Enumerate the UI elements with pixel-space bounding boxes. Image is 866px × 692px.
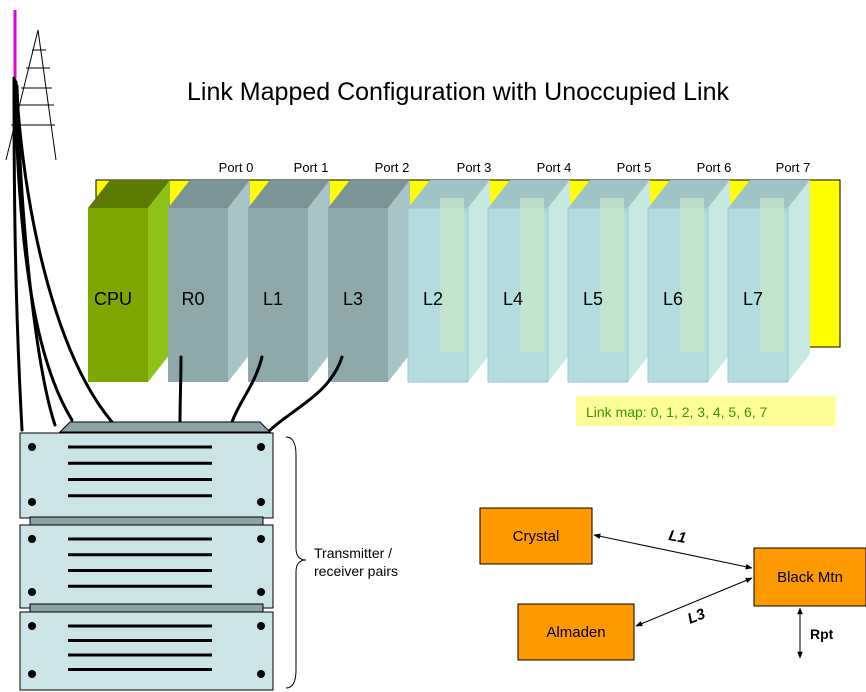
port-label: Port 2 [375, 160, 410, 175]
port-label: Port 4 [537, 160, 572, 175]
port-label: Port 7 [776, 160, 811, 175]
unit-screw [257, 443, 265, 451]
unit-screw [28, 622, 36, 630]
transceiver-unit [19, 603, 274, 691]
card-top [728, 180, 810, 208]
node-crystal-label: Crystal [513, 528, 560, 545]
port-label: Port 3 [457, 160, 492, 175]
card-side [308, 180, 330, 382]
card-label: L5 [583, 289, 603, 309]
card-cpu: CPU [88, 180, 170, 382]
node-crystal: Crystal [479, 507, 593, 565]
card-label: L2 [423, 289, 443, 309]
card-slot-inner [760, 198, 784, 352]
edge-crystal-black-mtn [593, 533, 753, 570]
card-l4: L4 [487, 180, 570, 383]
transceiver-unit [19, 432, 274, 519]
edge-almaden-black-mtn [635, 577, 753, 627]
node-black-mtn-label: Black Mtn [777, 569, 843, 586]
unit-screw [28, 443, 36, 451]
unit-screw [257, 535, 265, 543]
card-side [788, 180, 810, 382]
card-label: L7 [743, 289, 763, 309]
unit-screw [28, 670, 36, 678]
card-slot-inner [520, 198, 544, 352]
transceiver-rack [19, 421, 274, 691]
link-map-text: Link map: 0, 1, 2, 3, 4, 5, 6, 7 [586, 404, 768, 420]
card-l7: L7 [727, 180, 810, 383]
rack-label-line2: receiver pairs [314, 563, 398, 579]
card-side [228, 180, 250, 382]
rack-brace [285, 436, 307, 689]
unit-screw [257, 498, 265, 506]
card-top [328, 180, 410, 208]
card-l6: L6 [647, 180, 730, 383]
port-label: Port 0 [219, 160, 254, 175]
edge-rpt-label: Rpt [810, 626, 834, 642]
node-black-mtn: Black Mtn [753, 547, 866, 607]
card-label: R0 [181, 289, 204, 309]
port-label: Port 6 [697, 160, 732, 175]
node-almaden: Almaden [517, 603, 635, 661]
unit-face [19, 611, 274, 691]
rack-label-line1: Transmitter / [314, 545, 392, 561]
card-label: L4 [503, 289, 523, 309]
card-side [628, 180, 650, 382]
card-side [148, 180, 170, 382]
unit-screw [28, 588, 36, 596]
card-slot-inner [600, 198, 624, 352]
card-l2: L2 [407, 180, 490, 383]
card-slot-inner [440, 198, 464, 352]
port-label: Port 1 [294, 160, 329, 175]
card-front [168, 208, 228, 382]
card-label: L6 [663, 289, 683, 309]
card-side [708, 180, 730, 382]
unit-face [19, 524, 274, 609]
card-l5: L5 [567, 180, 650, 383]
card-top [488, 180, 570, 208]
card-label: L3 [343, 289, 363, 309]
unit-gap [29, 603, 264, 613]
page-title: Link Mapped Configuration with Unoccupie… [187, 78, 729, 106]
edge-l1-letter: L1 [667, 527, 687, 547]
unit-screw [28, 498, 36, 506]
card-front [88, 208, 148, 382]
card-top [168, 180, 250, 208]
card-side [468, 180, 490, 382]
unit-screw [28, 535, 36, 543]
antenna-cables [12, 76, 114, 432]
card-top [88, 180, 170, 208]
port-label: Port 5 [617, 160, 652, 175]
card-r0: R0 [168, 180, 250, 382]
card-side [388, 180, 410, 382]
slot-cables [178, 355, 344, 434]
card-label: CPU [94, 289, 132, 309]
transceiver-unit [19, 516, 274, 609]
card-side [548, 180, 570, 382]
node-almaden-label: Almaden [546, 624, 605, 641]
card-top [408, 180, 490, 208]
unit-screw [257, 588, 265, 596]
edge-l1-label: L1 [667, 527, 687, 547]
card-front [328, 208, 388, 382]
link-map-box [576, 396, 836, 426]
card-top [248, 180, 330, 208]
unit-screw [257, 670, 265, 678]
card-slots: CPU R0 L1 L3 L2 L4 L5 L6 L7 [88, 180, 810, 383]
card-front [248, 208, 308, 382]
card-top [568, 180, 650, 208]
card-l3: L3 [328, 180, 410, 382]
port-labels: Port 0 Port 1 Port 2 Port 3 Port 4 Port 5 Port… [219, 160, 811, 175]
unit-gap [29, 516, 264, 526]
unit-screw [257, 622, 265, 630]
edge-l3-label: L3 [685, 605, 708, 628]
card-label: L1 [263, 289, 283, 309]
card-l1: L1 [248, 180, 330, 382]
card-slot-inner [680, 198, 704, 352]
card-top [648, 180, 730, 208]
